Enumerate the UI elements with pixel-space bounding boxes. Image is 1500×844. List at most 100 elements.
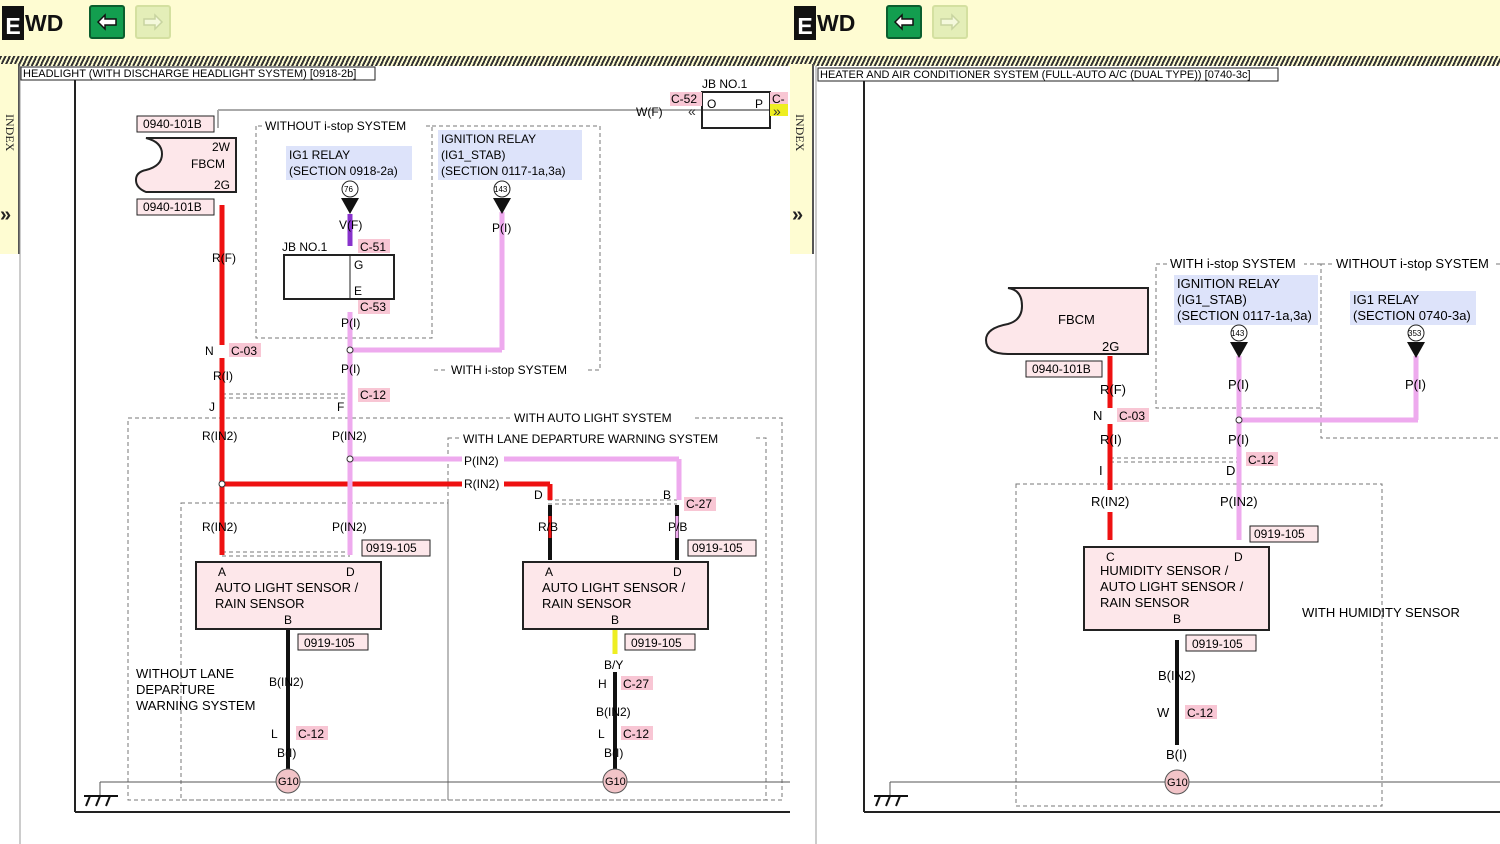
svg-text:RAIN SENSOR: RAIN SENSOR xyxy=(1100,595,1190,610)
diagram-title[interactable]: HEATER AND AIR CONDITIONER SYSTEM (FULL-… xyxy=(820,69,1251,81)
ground-g10[interactable]: G10 xyxy=(278,776,299,788)
ref-link[interactable]: 0919-105 xyxy=(366,541,417,555)
ref-link[interactable]: 0940-101B xyxy=(143,200,202,214)
svg-text:D: D xyxy=(1234,550,1243,564)
svg-text:JB NO.1: JB NO.1 xyxy=(282,240,328,254)
ground-g10[interactable]: G10 xyxy=(605,776,626,788)
svg-text:J: J xyxy=(209,400,215,414)
toolbar xyxy=(0,0,790,56)
svg-text:C-: C- xyxy=(772,92,785,106)
ref-link[interactable]: 0919-105 xyxy=(1192,637,1243,651)
svg-text:P(IN2): P(IN2) xyxy=(332,520,367,534)
svg-text:2G: 2G xyxy=(214,178,230,192)
svg-text:E: E xyxy=(354,284,362,298)
back-button[interactable] xyxy=(89,5,125,39)
svg-text:B: B xyxy=(611,613,619,627)
ground-icon xyxy=(84,795,118,807)
ref-link[interactable]: 0940-101B xyxy=(1032,362,1091,376)
svg-text:2G: 2G xyxy=(1102,339,1119,354)
connector-c12[interactable]: C-12 xyxy=(298,727,324,741)
connector-c51[interactable]: C-51 xyxy=(360,240,386,254)
svg-text:RAIN SENSOR: RAIN SENSOR xyxy=(542,596,632,611)
auto-light-sensor-2 xyxy=(522,561,709,630)
svg-text:H: H xyxy=(598,677,607,691)
connector-c03[interactable]: C-03 xyxy=(231,344,257,358)
svg-text:(SECTION 0918-2a): (SECTION 0918-2a) xyxy=(289,164,398,178)
svg-text:P(IN2): P(IN2) xyxy=(332,429,367,443)
ig1-relay-label xyxy=(1350,291,1476,325)
forward-button[interactable] xyxy=(932,5,968,39)
forward-button[interactable] xyxy=(135,5,171,39)
svg-text:L: L xyxy=(598,727,605,741)
svg-text:B(IN2): B(IN2) xyxy=(269,675,304,689)
svg-text:R(I): R(I) xyxy=(213,369,233,383)
ig1-relay-label xyxy=(286,146,412,180)
ref-link[interactable]: 0919-105 xyxy=(692,541,743,555)
connector-c12[interactable]: C-12 xyxy=(623,727,649,741)
svg-text:P(IN2): P(IN2) xyxy=(464,454,499,468)
connector-c12[interactable]: C-12 xyxy=(1187,706,1213,720)
fbcm-module xyxy=(984,287,1149,355)
svg-text:(SECTION 0117-1a,3a): (SECTION 0117-1a,3a) xyxy=(441,164,566,178)
svg-text:JB NO.1: JB NO.1 xyxy=(702,77,748,91)
svg-text:R/B: R/B xyxy=(538,520,558,534)
svg-text:P/B: P/B xyxy=(668,520,687,534)
svg-text:(IG1_STAB): (IG1_STAB) xyxy=(1177,292,1247,307)
svg-text:WITHOUT i-stop SYSTEM: WITHOUT i-stop SYSTEM xyxy=(1336,256,1489,271)
ref-link[interactable]: 0919-105 xyxy=(304,636,355,650)
connector-c27[interactable]: C-27 xyxy=(623,677,649,691)
svg-text:B(IN2): B(IN2) xyxy=(1158,668,1196,683)
arrow-left-icon xyxy=(96,13,117,31)
connector-c27[interactable]: C-27 xyxy=(686,497,712,511)
ref-link[interactable]: 0940-101B xyxy=(143,117,202,131)
svg-text:P(I): P(I) xyxy=(1228,432,1249,447)
connector-arrow-icon: » xyxy=(773,103,781,119)
svg-text:V(F): V(F) xyxy=(339,218,362,232)
svg-text:B: B xyxy=(663,488,671,502)
connector-c12[interactable]: C-12 xyxy=(360,388,386,402)
svg-text:D: D xyxy=(673,565,682,579)
svg-text:P(I): P(I) xyxy=(341,316,360,330)
svg-text:76: 76 xyxy=(344,185,353,194)
svg-text:B(IN2): B(IN2) xyxy=(596,705,631,719)
diagram-title[interactable]: HEADLIGHT (WITH DISCHARGE HEADLIGHT SYST… xyxy=(23,68,356,80)
expand-chevron-icon[interactable]: » xyxy=(0,204,12,226)
svg-text:R(IN2): R(IN2) xyxy=(202,429,237,443)
humidity-sensor xyxy=(1083,546,1270,631)
ref-link[interactable]: 0919-105 xyxy=(1254,527,1305,541)
index-tab[interactable]: INDEX » xyxy=(0,64,20,254)
svg-text:IG1 RELAY: IG1 RELAY xyxy=(1353,292,1420,307)
svg-text:FBCM: FBCM xyxy=(1058,312,1095,327)
svg-text:143: 143 xyxy=(1231,329,1245,338)
connector-c52[interactable]: C-52 xyxy=(671,92,697,106)
svg-text:2W: 2W xyxy=(212,140,231,154)
svg-text:P(IN2): P(IN2) xyxy=(1220,494,1258,509)
svg-text:O: O xyxy=(707,97,716,111)
index-tab[interactable]: INDEX » xyxy=(790,64,814,254)
svg-text:IGNITION RELAY: IGNITION RELAY xyxy=(441,132,536,146)
svg-text:DEPARTURE: DEPARTURE xyxy=(136,682,215,697)
svg-text:WITH AUTO LIGHT SYSTEM: WITH AUTO LIGHT SYSTEM xyxy=(514,411,672,425)
connector-c12[interactable]: C-12 xyxy=(1248,453,1274,467)
arrow-right-icon xyxy=(143,13,164,31)
expand-chevron-icon[interactable]: » xyxy=(792,204,804,226)
connector-arrow-icon: « xyxy=(688,103,696,119)
connector-c53[interactable]: C-53 xyxy=(360,300,386,314)
back-button[interactable] xyxy=(886,5,922,39)
connector-c03[interactable]: C-03 xyxy=(1119,409,1145,423)
auto-light-sensor-1 xyxy=(195,561,382,630)
ref-link[interactable]: 0919-105 xyxy=(631,636,682,650)
svg-text:N: N xyxy=(205,344,214,358)
svg-text:IGNITION RELAY: IGNITION RELAY xyxy=(1177,276,1280,291)
svg-text:AUTO LIGHT SENSOR /: AUTO LIGHT SENSOR / xyxy=(542,580,686,595)
svg-text:W: W xyxy=(1157,705,1170,720)
svg-text:D: D xyxy=(346,565,355,579)
svg-text:(SECTION 0740-3a): (SECTION 0740-3a) xyxy=(1353,308,1471,323)
arrow-right-icon xyxy=(940,13,961,31)
svg-text:N: N xyxy=(1093,408,1102,423)
ground-g10[interactable]: G10 xyxy=(1167,777,1188,789)
svg-text:WITHOUT i-stop SYSTEM: WITHOUT i-stop SYSTEM xyxy=(265,119,406,133)
